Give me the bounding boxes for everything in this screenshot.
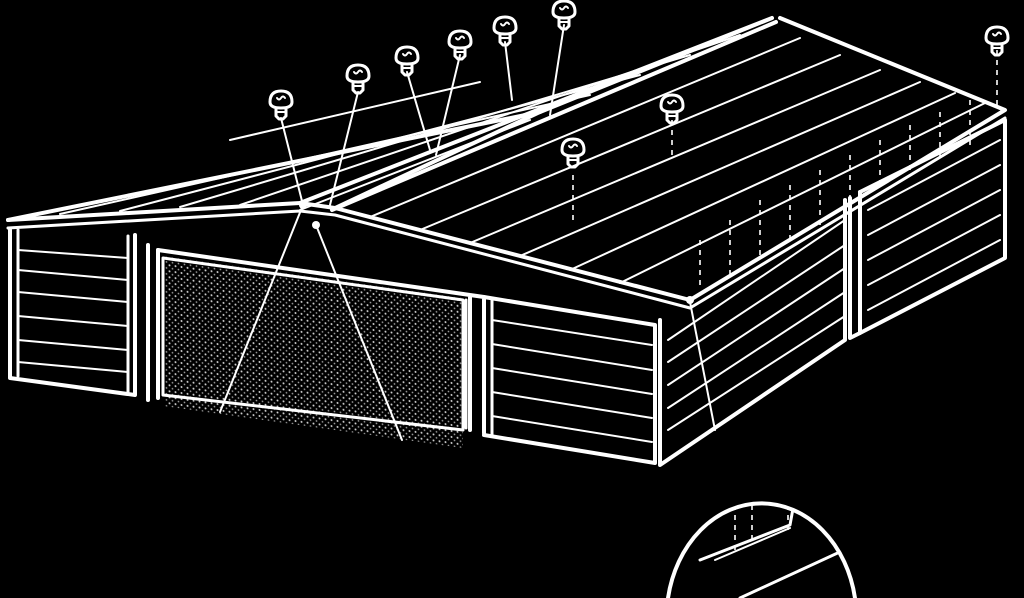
- screw-icon: [268, 89, 294, 121]
- detail-magnifier: [666, 424, 857, 598]
- attach-point-icon: [312, 221, 320, 229]
- attach-point-icon: [299, 201, 307, 209]
- screw-icon: [729, 432, 741, 447]
- screw-icon: [659, 93, 685, 125]
- leader-lines: [219, 24, 716, 441]
- roof-right-panel-seams: [369, 37, 986, 284]
- roof: [6, 16, 1007, 310]
- ridge-cap: [330, 20, 778, 212]
- screw-icon: [492, 15, 518, 47]
- screw-icon: [394, 45, 420, 77]
- side-wall: [658, 118, 1007, 467]
- attach-point-icon: [686, 296, 694, 304]
- front-wall: [8, 228, 657, 465]
- screw-guide-lines: [572, 50, 998, 290]
- screw-icon: [782, 432, 794, 447]
- screw-icon: [345, 63, 371, 95]
- screw-icon: [746, 424, 758, 439]
- roof-left-panel-seams: [59, 34, 741, 215]
- doorway-mesh: [165, 256, 463, 449]
